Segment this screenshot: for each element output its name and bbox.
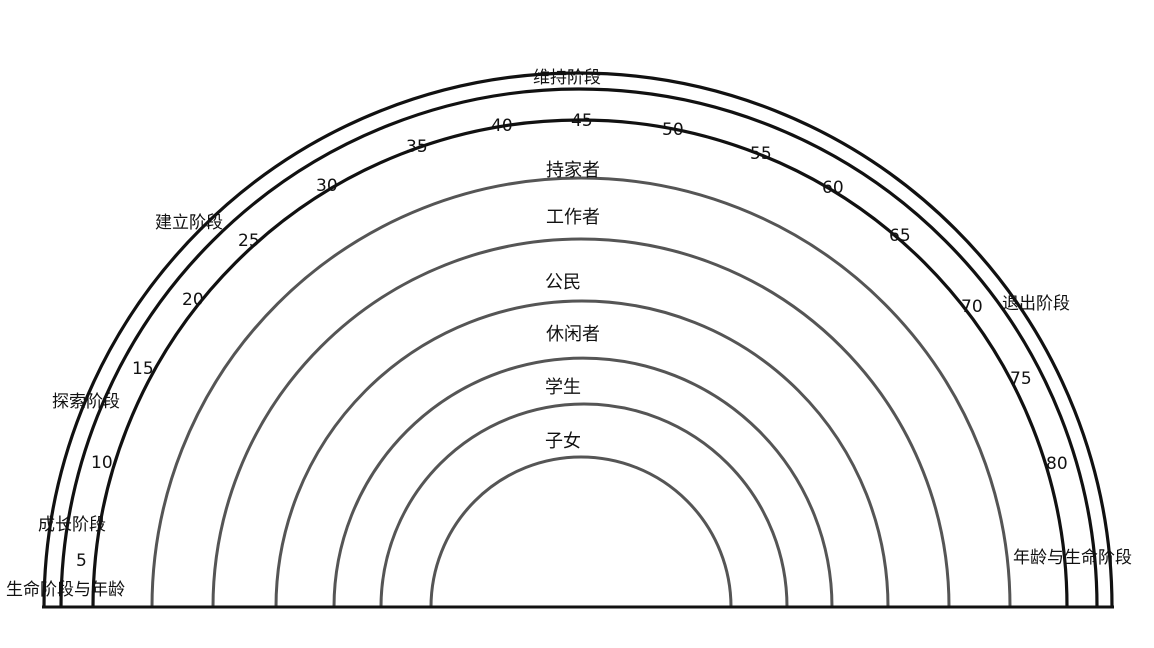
age-label-5: 5 [76,551,87,571]
stage-label-growth: 成长阶段 [38,515,106,535]
stage-label-disengagement: 退出阶段 [1002,294,1070,314]
age-label-35: 35 [406,137,428,157]
corner-label-right: 年龄与生命阶段 [1013,548,1132,568]
role-arc-homemaker [150,176,1012,608]
stage-label-exploration: 探索阶段 [52,392,120,412]
stage-label-maintenance: 维持阶段 [533,68,601,88]
role-label-citizen: 公民 [545,272,581,293]
age-label-30: 30 [316,176,338,196]
age-label-65: 65 [889,226,911,246]
age-label-70: 70 [961,297,983,317]
age-label-40: 40 [491,116,513,136]
age-label-20: 20 [182,290,204,310]
role-label-leisurite: 休闲者 [546,324,600,345]
age-label-55: 55 [750,144,772,164]
corner-label-left: 生命阶段与年龄 [6,580,125,600]
age-label-45: 45 [571,111,593,131]
role-label-child: 子女 [545,431,581,452]
role-label-student: 学生 [545,377,581,398]
age-label-60: 60 [822,178,844,198]
role-arc-worker [211,237,951,608]
age-label-15: 15 [132,359,154,379]
age-label-25: 25 [238,231,260,251]
outer-arc-1 [42,71,1114,608]
role-arc-citizen [274,299,890,608]
outer-arc-3 [91,118,1069,608]
arc-group [42,71,1114,608]
stage-label-establishment: 建立阶段 [155,213,223,233]
age-label-50: 50 [662,120,684,140]
role-arc-child [429,455,733,608]
role-label-worker: 工作者 [546,207,600,228]
outer-arc-2 [59,87,1099,608]
age-label-10: 10 [91,453,113,473]
role-arc-student [379,402,789,608]
age-label-75: 75 [1010,369,1032,389]
role-label-homemaker: 持家者 [546,160,600,181]
role-arc-leisurite [332,356,834,608]
age-label-80: 80 [1046,454,1068,474]
